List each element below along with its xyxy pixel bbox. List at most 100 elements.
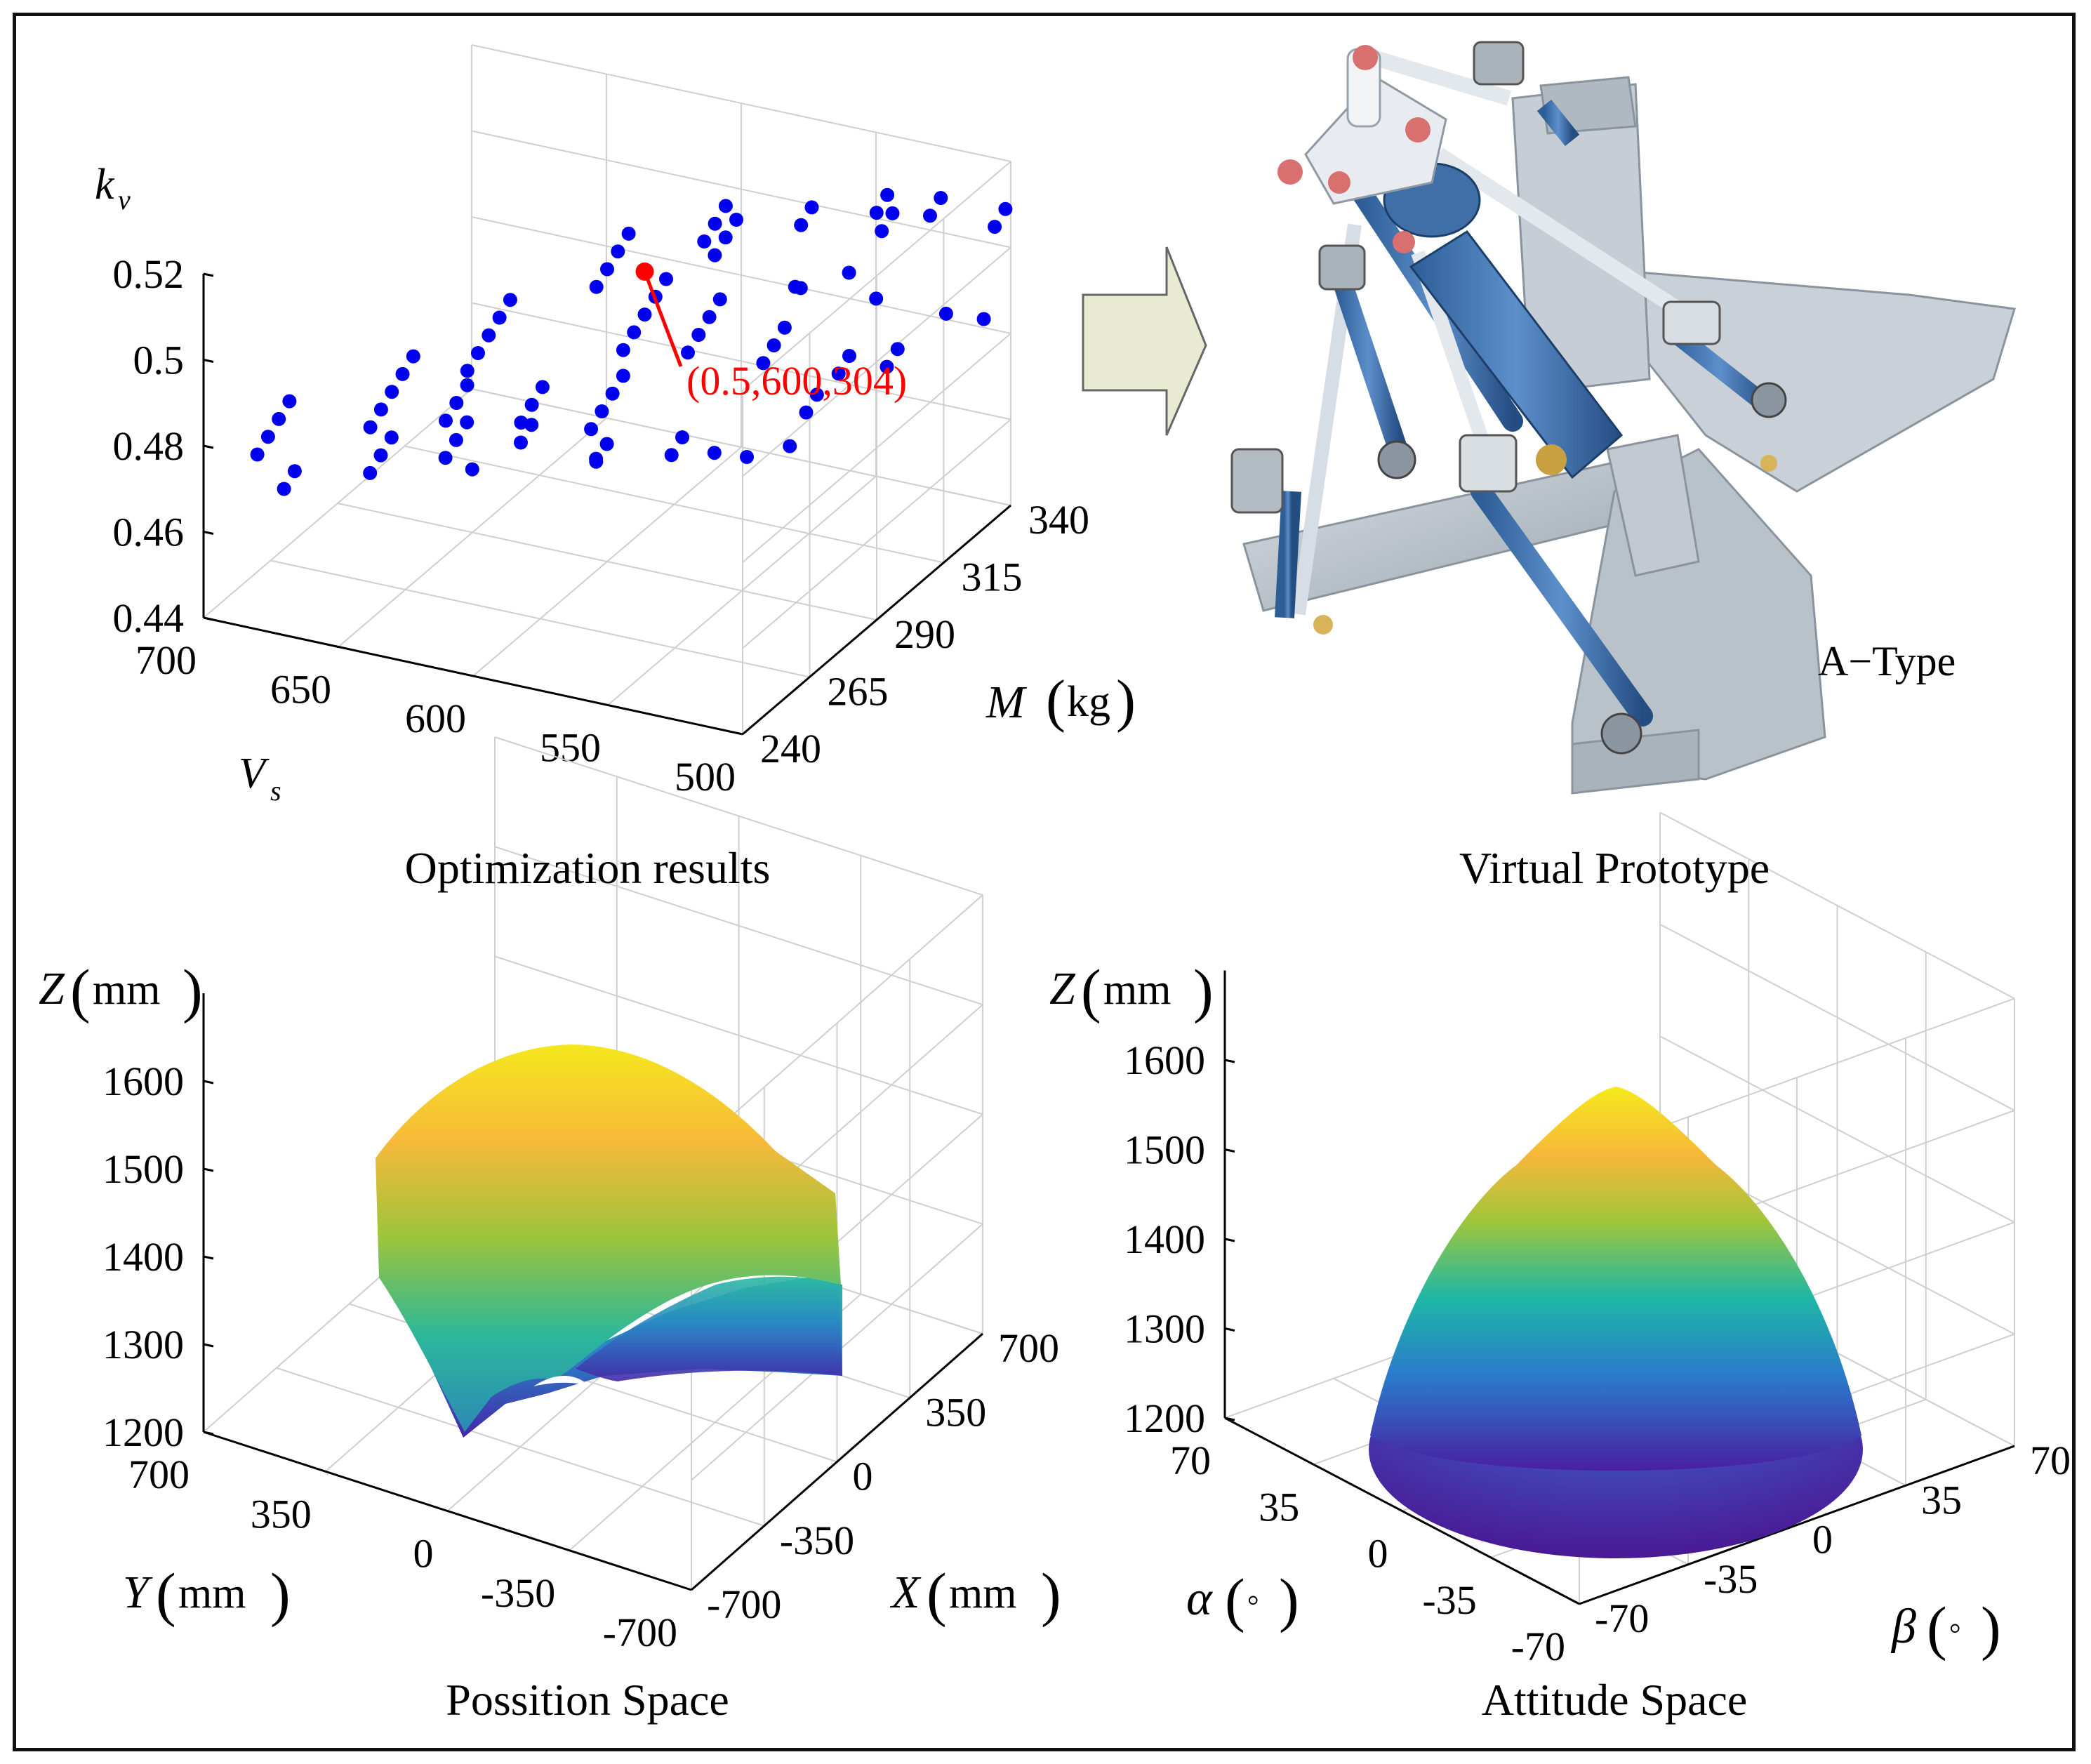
x-axis-paren-close: ): [1041, 1560, 1061, 1628]
z-tick-mark: [203, 444, 214, 449]
scatter-point: [718, 199, 733, 213]
scatter-point: [471, 346, 485, 360]
highlight-point: [635, 262, 654, 281]
scatter-point: [799, 405, 814, 420]
y-axis-paren-open: (: [156, 1560, 176, 1628]
z-axis-paren-close: ): [182, 957, 203, 1024]
main-cylinder: [1409, 230, 1624, 479]
scatter-point: [449, 396, 464, 410]
scatter-point: [260, 430, 275, 444]
z-tick-label: 1600: [102, 1059, 184, 1104]
scatter-point: [449, 432, 463, 447]
y-tick-label: -350: [481, 1570, 555, 1616]
z-tick-mark: [203, 272, 214, 277]
scatter-point: [616, 369, 630, 383]
z-tick-label: 0.44: [113, 595, 185, 641]
position-tick-labels: 120013001400150016007003500-350-700-700-…: [102, 1059, 1059, 1655]
scatter-point: [842, 349, 856, 363]
attitude-space-chart: 1200130014001500160070350-35-70-70-35035…: [1049, 811, 2071, 1669]
leg-4: [1435, 147, 1682, 316]
z-tick-mark: [203, 616, 214, 621]
motor-3: [1230, 448, 1284, 514]
z-tick-mark: [203, 1080, 214, 1085]
z-tick-mark: [203, 531, 214, 535]
scatter-point: [600, 262, 614, 277]
leg-9: [1275, 491, 1301, 618]
scatter-gridline: [471, 216, 1011, 334]
scatter-point: [708, 248, 722, 263]
scatter-point: [998, 201, 1013, 216]
joint-red-4: [1328, 171, 1350, 194]
caption-virtual-prototype: Virtual Prototype: [1459, 843, 1770, 893]
scatter-point: [460, 364, 474, 378]
base-frame-center-pillar: [1606, 434, 1700, 577]
alpha-tick-label: 0: [1368, 1531, 1388, 1577]
alpha-tick-label: 35: [1259, 1484, 1299, 1530]
z-axis-paren-open: (: [1081, 957, 1101, 1024]
position-x-axis: [203, 1431, 692, 1591]
alpha-tick-label: -70: [1511, 1624, 1565, 1669]
joint-red-5: [1393, 231, 1415, 253]
attitude-surface-cone: [1370, 1087, 1861, 1471]
scatter-point: [492, 310, 507, 325]
scatter-point: [794, 218, 809, 232]
scatter-point: [934, 191, 948, 205]
position-surface-inner: [576, 1276, 842, 1381]
z-axis-unit: mm: [93, 966, 160, 1014]
alpha-tick-label: 70: [1170, 1438, 1211, 1483]
scatter-point: [890, 342, 905, 357]
scatter-point: [616, 343, 630, 357]
attitude-z-axis-title: Z ( mm ): [1049, 957, 1214, 1024]
scatter-point: [664, 448, 679, 463]
position-y-axis: [691, 1332, 983, 1591]
scatter-points: [250, 187, 1013, 496]
z-tick-mark: [203, 1343, 214, 1348]
scatter-point: [885, 206, 900, 220]
scatter-point: [756, 356, 771, 371]
scatter-point: [460, 415, 474, 430]
scatter-point: [988, 220, 1002, 234]
joint-red-3: [1277, 159, 1303, 185]
scatter-gridline: [337, 503, 877, 621]
caption-position-space: Possition Space: [446, 1675, 729, 1725]
bearing-gold-3: [1536, 444, 1567, 475]
scatter-point: [460, 378, 474, 392]
scatter-point: [599, 437, 614, 451]
scatter-gridline: [404, 445, 944, 564]
scatter-point: [503, 293, 517, 307]
z-tick-label: 1400: [102, 1234, 184, 1280]
m-axis-symbol: M: [985, 677, 1028, 728]
scatter-point: [659, 272, 673, 286]
caption-attitude-space: Attitude Space: [1481, 1675, 1748, 1725]
motor-4: [1459, 434, 1518, 493]
axis-title-kv: k v: [95, 161, 131, 215]
optimization-scatter-chart: 0.440.460.480.50.52700650600550500240265…: [95, 44, 1136, 807]
z-axis-symbol: Z: [1049, 963, 1076, 1014]
x-tick-label: 700: [998, 1325, 1059, 1371]
scatter-point: [385, 385, 399, 399]
scatter-point: [938, 306, 953, 321]
x-tick-label: -350: [780, 1518, 854, 1563]
highlight-line: [643, 270, 683, 367]
joint-red-1: [1353, 45, 1378, 70]
position-surface-dome: [376, 1045, 841, 1432]
virtual-prototype-illustration: A−Type: [1230, 41, 2016, 795]
scatter-point: [363, 465, 378, 480]
scatter-point: [373, 448, 388, 463]
beta-axis-paren-close: ): [1981, 1594, 2001, 1662]
x-tick-label: 650: [270, 667, 331, 712]
scatter-gridline: [471, 388, 1011, 506]
scatter-point: [809, 387, 824, 402]
alpha-axis-symbol: α: [1186, 1572, 1213, 1626]
beta-axis-unit: ◦: [1949, 1608, 1961, 1648]
position-space-chart: 120013001400150016007003500-350-700-700-…: [39, 736, 1061, 1655]
scatter-point: [611, 244, 625, 259]
scatter-point: [589, 279, 604, 294]
beta-tick-label: 35: [1921, 1477, 1962, 1523]
scatter-point: [712, 292, 727, 307]
scatter-point: [584, 422, 599, 437]
leg-10: [1366, 48, 1512, 106]
alpha-axis-unit: ◦: [1247, 1580, 1259, 1620]
attitude-alpha-axis-title: α ( ◦ ): [1186, 1566, 1299, 1633]
